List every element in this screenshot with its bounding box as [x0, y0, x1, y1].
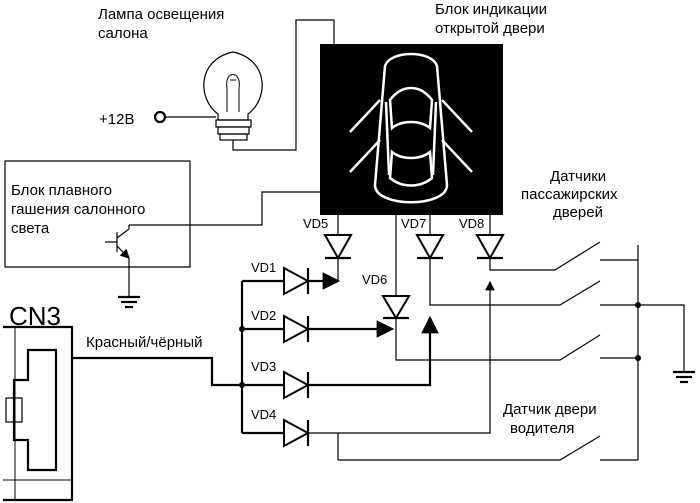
supply-label: +12В: [99, 111, 134, 128]
car-top-view-icon: [349, 52, 473, 204]
dimmer-label-line3: света: [11, 220, 50, 237]
passenger-door-switches: [490, 241, 638, 361]
vd3-diode: [283, 370, 311, 400]
supply-terminal: [153, 110, 216, 124]
switch-icon: [338, 435, 638, 461]
vd7-diode: [415, 234, 445, 261]
vd6-diode: [381, 295, 411, 320]
lamp-icon: [203, 19, 335, 151]
lamp-label-line2: салона: [98, 25, 148, 42]
door-indicator-block: [320, 44, 503, 215]
vd8-diode: [475, 234, 505, 261]
red-black-wire: [72, 356, 242, 387]
lamp-label-line1: Лампа освещения: [98, 6, 224, 23]
ground-icon: [118, 295, 140, 309]
vd2-label: VD2: [251, 308, 276, 323]
vd4-diode: [283, 418, 311, 448]
transistor-icon: [105, 225, 130, 259]
switch-icon: [490, 334, 638, 361]
wire-color-label: Красный/чёрный: [86, 334, 202, 351]
vd5-diode: [323, 234, 353, 261]
driver-sensor-label-line1: Датчик двери: [503, 401, 597, 418]
vd5-label: VD5: [303, 216, 328, 231]
passenger-sensors-label-line2: пассажирских: [521, 186, 618, 203]
diode-ladder: [239, 215, 560, 448]
passenger-sensors-label-line3: дверей: [553, 204, 603, 221]
vd4-label: VD4: [251, 407, 276, 422]
driver-sensor-label-line2: водителя: [510, 420, 574, 437]
door-indicator-label-line2: открытой двери: [435, 20, 545, 37]
passenger-sensors-label-line1: Датчики: [550, 168, 606, 185]
driver-door-switch: [337, 433, 638, 461]
vd1-label: VD1: [251, 260, 276, 275]
vd8-label: VD8: [459, 216, 484, 231]
switch-icon: [559, 280, 638, 306]
vd3-label: VD3: [251, 359, 276, 374]
vd2-diode: [283, 314, 311, 344]
vd6-label: VD6: [362, 272, 387, 287]
switch-icon: [554, 241, 638, 271]
vd1-diode: [283, 266, 311, 296]
ground-icon: [673, 370, 695, 384]
vd7-label: VD7: [401, 216, 426, 231]
dimmer-label-line1: Блок плавного: [11, 182, 112, 199]
dimmer-block: [4, 160, 320, 309]
door-indicator-label-line1: Блок индикации: [435, 1, 547, 18]
dimmer-label-line2: гашения салонного: [11, 201, 145, 218]
connector-icon: [3, 325, 74, 502]
ground-bus: [635, 245, 695, 460]
